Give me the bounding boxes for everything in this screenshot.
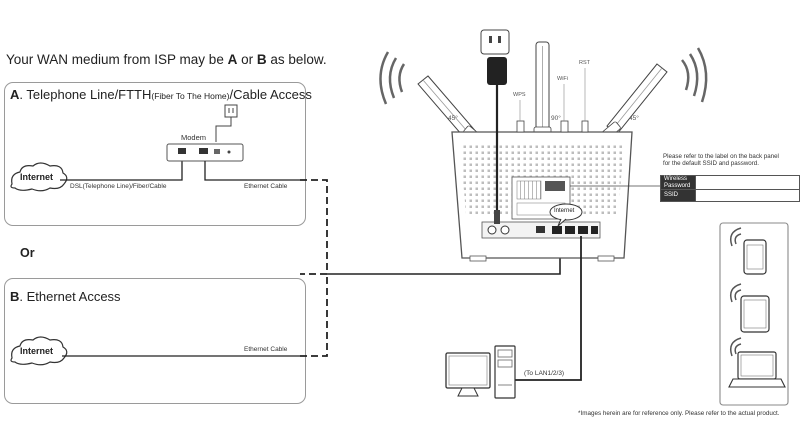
wall-socket-icon — [480, 29, 510, 55]
router-antenna-right — [601, 63, 668, 140]
panel-a — [4, 82, 306, 226]
laptop-icon — [728, 337, 786, 388]
power-button-icon — [487, 225, 497, 235]
angle-right-label: 45° — [629, 115, 639, 122]
desktop-tower-icon — [494, 345, 516, 399]
heading-option-b: B — [256, 52, 267, 67]
modem-label: Modem — [181, 133, 207, 142]
lan-port-2 — [578, 226, 588, 234]
password-header: Wireless Password — [660, 175, 696, 190]
heading-prefix: Your WAN medium from ISP may be — [6, 52, 228, 67]
router-power-adapter — [487, 57, 507, 224]
internet-port — [552, 226, 562, 234]
ssid-value — [694, 189, 800, 202]
wps-button — [516, 120, 525, 133]
heading-option-a: A — [227, 52, 238, 67]
panel-a-title: A. Telephone Line/FTTH(Fiber To The Home… — [10, 87, 312, 102]
ssid-header: SSID — [660, 189, 696, 202]
ssid-table-row-ssid: SSID — [660, 189, 800, 202]
lan-note-label: (To LAN1/2/3) — [524, 370, 565, 377]
router-body — [451, 131, 633, 262]
ethernet-cable-label-a: Ethernet Cable — [244, 183, 288, 190]
rst-label: RST — [579, 60, 590, 66]
ssid-note-line2: for the default SSID and password. — [663, 160, 759, 167]
heading-middle: or — [237, 52, 257, 67]
smartphone-icon — [729, 227, 767, 275]
power-socket-icon — [500, 225, 510, 235]
dsl-line-label: DSL(Telephone Line)/Fiber/Cable — [70, 183, 167, 190]
modem-power-adapter — [215, 104, 238, 142]
lan-port-1 — [565, 226, 575, 234]
wifi-waves-right-icon — [681, 47, 708, 103]
wifi-button — [560, 120, 569, 133]
disclaimer-note: *Images herein are for reference only. P… — [578, 410, 780, 417]
or-label: Or — [20, 246, 35, 260]
password-value — [694, 175, 800, 190]
wifi-label: WiFi — [557, 76, 568, 82]
modem-device — [166, 143, 244, 162]
internet-label-b: Internet — [20, 346, 54, 356]
panel-a-letter: A — [10, 87, 20, 102]
router-antenna-center — [533, 41, 552, 137]
ssid-note-line1: Please refer to the label on the back pa… — [663, 153, 779, 160]
ssid-table: Wireless Password SSID — [660, 175, 800, 202]
panel-b-letter: B — [10, 289, 20, 304]
lan-cable — [515, 236, 582, 381]
dashed-link-a — [300, 179, 328, 275]
panel-b-title: B. Ethernet Access — [10, 289, 121, 304]
heading-suffix: as below. — [266, 52, 327, 67]
wps-label: WPS — [513, 92, 526, 98]
lan-port-3 — [591, 226, 598, 234]
rst-button — [581, 120, 589, 133]
internet-cloud-b — [10, 336, 68, 366]
tablet-icon — [729, 283, 770, 333]
internet-label-a: Internet — [20, 172, 54, 182]
dsl-line — [60, 160, 183, 181]
angle-center-label: 90° — [551, 115, 561, 122]
internet-port-label: Internet — [554, 208, 575, 214]
ssid-table-row-password: Wireless Password — [660, 175, 800, 190]
ethernet-cable-label-b: Ethernet Cable — [244, 346, 288, 353]
wifi-waves-left-icon — [379, 51, 406, 105]
angle-left-label: 45° — [448, 115, 458, 122]
internet-port-callout — [549, 203, 583, 227]
ethernet-cable-a — [204, 161, 300, 181]
desktop-monitor-icon — [445, 352, 491, 397]
page-heading: Your WAN medium from ISP may be A or B a… — [6, 52, 327, 67]
dashed-link-b — [300, 274, 328, 357]
internet-cloud-a — [10, 162, 68, 192]
